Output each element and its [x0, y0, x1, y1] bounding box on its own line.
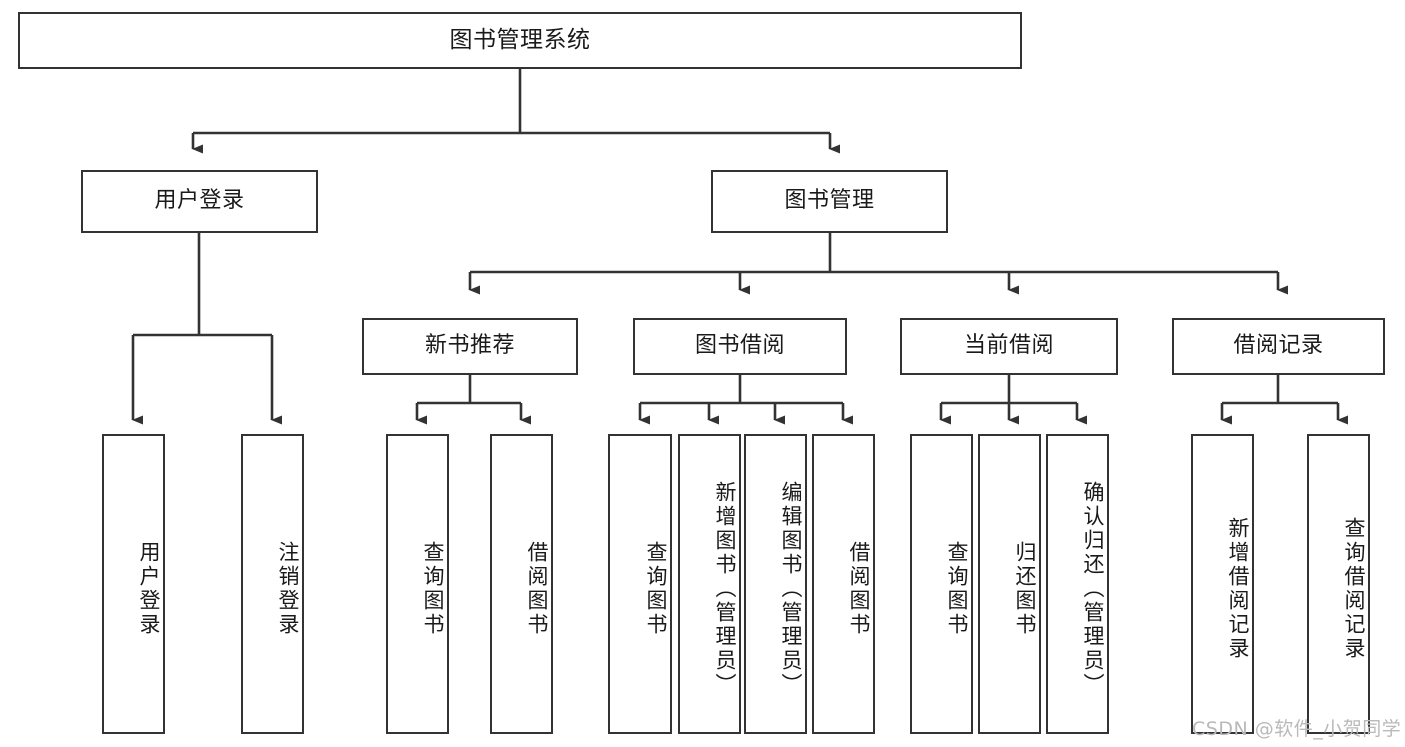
- node-user-login-label: 用户登录: [154, 188, 245, 214]
- node-leaf-current-confirm-return-admin[interactable]: 确认归还（管理员）: [1046, 434, 1109, 734]
- node-user-login[interactable]: 用户登录: [81, 170, 318, 233]
- node-book-management-label: 图书管理: [784, 188, 875, 214]
- node-book-borrow-label: 图书借阅: [694, 333, 785, 359]
- node-leaf-current-return-book[interactable]: 归还图书: [978, 434, 1041, 734]
- node-leaf-borrow-query-book[interactable]: 查询图书: [608, 434, 672, 734]
- leaf-label: 查询图书: [945, 541, 969, 637]
- leaf-label: 新增借阅记录: [1226, 517, 1250, 661]
- node-current-borrow-label: 当前借阅: [963, 333, 1054, 359]
- node-leaf-user-login-signout[interactable]: 注销登录: [241, 434, 304, 734]
- leaf-label: 编辑图书（管理员）: [779, 481, 803, 697]
- node-leaf-borrow-borrow-book[interactable]: 借阅图书: [812, 434, 875, 734]
- node-leaf-new-book-query[interactable]: 查询图书: [386, 434, 449, 734]
- node-new-book-recommend[interactable]: 新书推荐: [362, 318, 578, 375]
- node-root-system[interactable]: 图书管理系统: [18, 12, 1022, 69]
- node-book-borrow[interactable]: 图书借阅: [633, 318, 847, 375]
- node-leaf-current-query-book[interactable]: 查询图书: [910, 434, 973, 734]
- node-borrow-record[interactable]: 借阅记录: [1172, 318, 1385, 375]
- node-leaf-record-add[interactable]: 新增借阅记录: [1191, 434, 1254, 734]
- leaf-label: 确认归还（管理员）: [1081, 481, 1105, 697]
- node-root-label: 图书管理系统: [449, 26, 591, 53]
- node-leaf-borrow-add-book-admin[interactable]: 新增图书（管理员）: [678, 434, 741, 734]
- leaf-label: 查询图书: [644, 541, 668, 637]
- node-leaf-borrow-edit-book-admin[interactable]: 编辑图书（管理员）: [744, 434, 807, 734]
- leaf-label: 用户登录: [137, 541, 161, 637]
- leaf-label: 借阅图书: [525, 541, 549, 637]
- watermark-text: CSDN @软件_小贺同学: [1192, 718, 1402, 740]
- node-new-book-recommend-label: 新书推荐: [424, 333, 515, 359]
- node-leaf-new-book-borrow[interactable]: 借阅图书: [490, 434, 553, 734]
- node-leaf-user-login-signin[interactable]: 用户登录: [102, 434, 165, 734]
- leaf-label: 归还图书: [1013, 541, 1037, 637]
- leaf-label: 新增图书（管理员）: [713, 481, 737, 697]
- leaf-label: 注销登录: [276, 541, 300, 637]
- node-book-management[interactable]: 图书管理: [711, 170, 948, 233]
- leaf-label: 查询借阅记录: [1342, 517, 1366, 661]
- leaf-label: 借阅图书: [847, 541, 871, 637]
- node-leaf-record-query[interactable]: 查询借阅记录: [1307, 434, 1370, 734]
- node-current-borrow[interactable]: 当前借阅: [900, 318, 1118, 375]
- node-borrow-record-label: 借阅记录: [1233, 333, 1324, 359]
- leaf-label: 查询图书: [421, 541, 445, 637]
